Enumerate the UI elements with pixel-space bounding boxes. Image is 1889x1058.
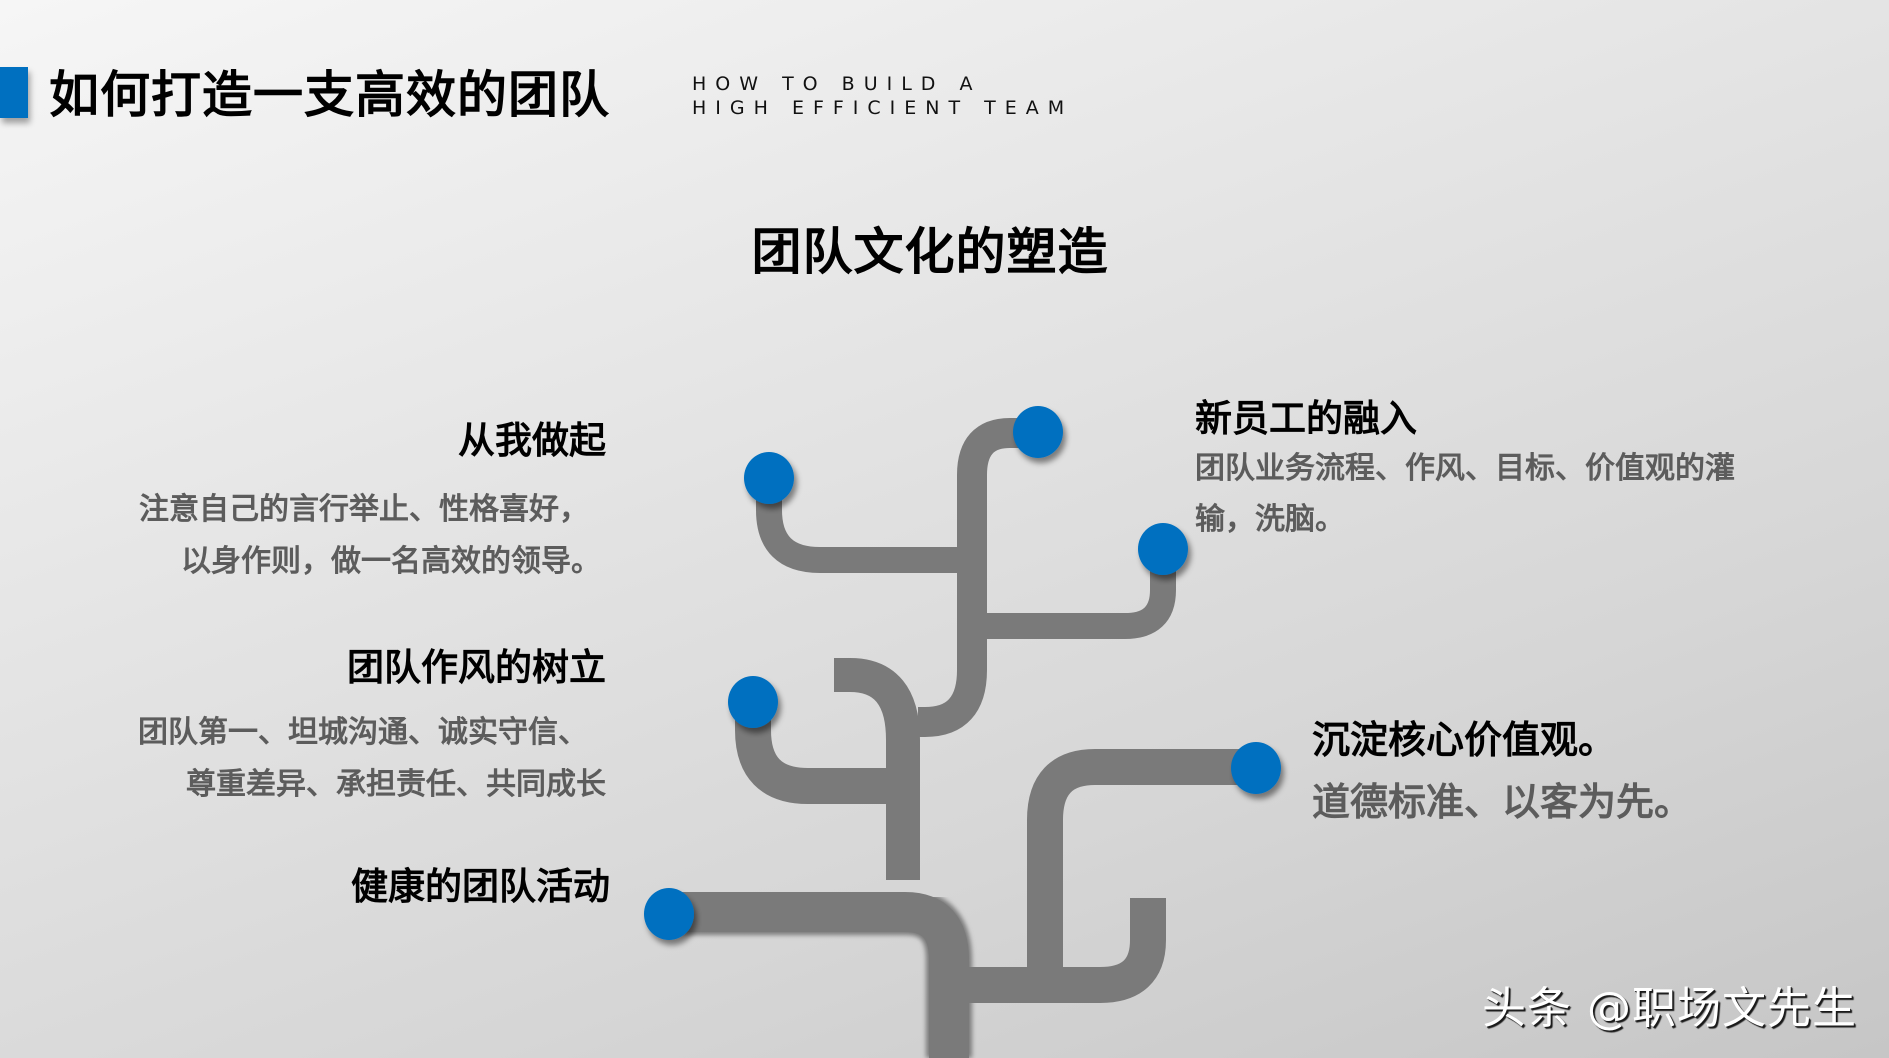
branch-to-node-a [756, 478, 972, 573]
item-lead-by-example: 从我做起 [458, 418, 606, 464]
section-title: 团队文化的塑造 [751, 223, 1109, 281]
branch-mid-stem [834, 658, 920, 880]
item-body-line: 团队第一、坦城沟通、诚实守信、 [138, 715, 588, 750]
item-heading: 沉淀核心价值观。 [1312, 718, 1617, 762]
node-e-dot [1231, 742, 1281, 794]
node-c-dot [1138, 523, 1188, 575]
item-heading: 新员工的融入 [1195, 397, 1417, 440]
subtitle-line-1: HOW TO BUILD A [692, 73, 982, 95]
page-title: 如何打造一支高效的团队 [49, 66, 610, 124]
watermark-text: 头条 @职场文先生 [1482, 983, 1857, 1034]
item-heading: 健康的团队活动 [351, 865, 610, 908]
item-new-employee-body: 团队业务流程、作风、目标、价值观的灌 输，洗脑。 [1195, 443, 1735, 545]
title-accent-bar [0, 67, 28, 118]
item-body-line: 道德标准、以客为先。 [1312, 780, 1693, 824]
page-subtitle: HOW TO BUILD A HIGH EFFICIENT TEAM [692, 72, 1073, 120]
branch-to-node-e [1027, 749, 1256, 985]
item-heading: 团队作风的树立 [347, 646, 606, 689]
branch-to-node-f [669, 889, 972, 1058]
item-core-values: 沉淀核心价值观。 [1312, 717, 1616, 763]
tree-branches [735, 418, 1256, 1058]
item-body-line: 团队业务流程、作风、目标、价值观的灌 [1195, 451, 1735, 486]
branch-right-hook [968, 898, 1166, 1003]
item-heading: 从我做起 [458, 419, 606, 462]
node-d-dot [728, 676, 778, 728]
branch-to-node-d [735, 702, 903, 804]
item-team-activities: 健康的团队活动 [351, 864, 610, 910]
item-body-line: 尊重差异、承担责任、共同成长 [186, 767, 606, 802]
item-body-line: 输，洗脑。 [1195, 502, 1345, 537]
item-lead-by-example-body: 注意自己的言行举止、性格喜好， 以身作则，做一名高效的领导。 [139, 484, 601, 588]
item-new-employee: 新员工的融入 [1195, 396, 1417, 442]
branch-to-node-c [972, 549, 1176, 639]
branch-upper-stem [918, 418, 1038, 737]
node-b-dot [1013, 406, 1063, 458]
item-body-line: 注意自己的言行举止、性格喜好， [139, 492, 589, 527]
node-a-dot [744, 452, 794, 504]
item-team-style: 团队作风的树立 [347, 645, 606, 691]
item-team-style-body: 团队第一、坦城沟通、诚实守信、 尊重差异、承担责任、共同成长 [138, 707, 606, 811]
item-body-line: 以身作则，做一名高效的领导。 [181, 544, 601, 579]
node-f-dot [644, 888, 694, 940]
item-core-values-body: 道德标准、以客为先。 [1312, 775, 1692, 829]
subtitle-line-2: HIGH EFFICIENT TEAM [692, 97, 1074, 119]
